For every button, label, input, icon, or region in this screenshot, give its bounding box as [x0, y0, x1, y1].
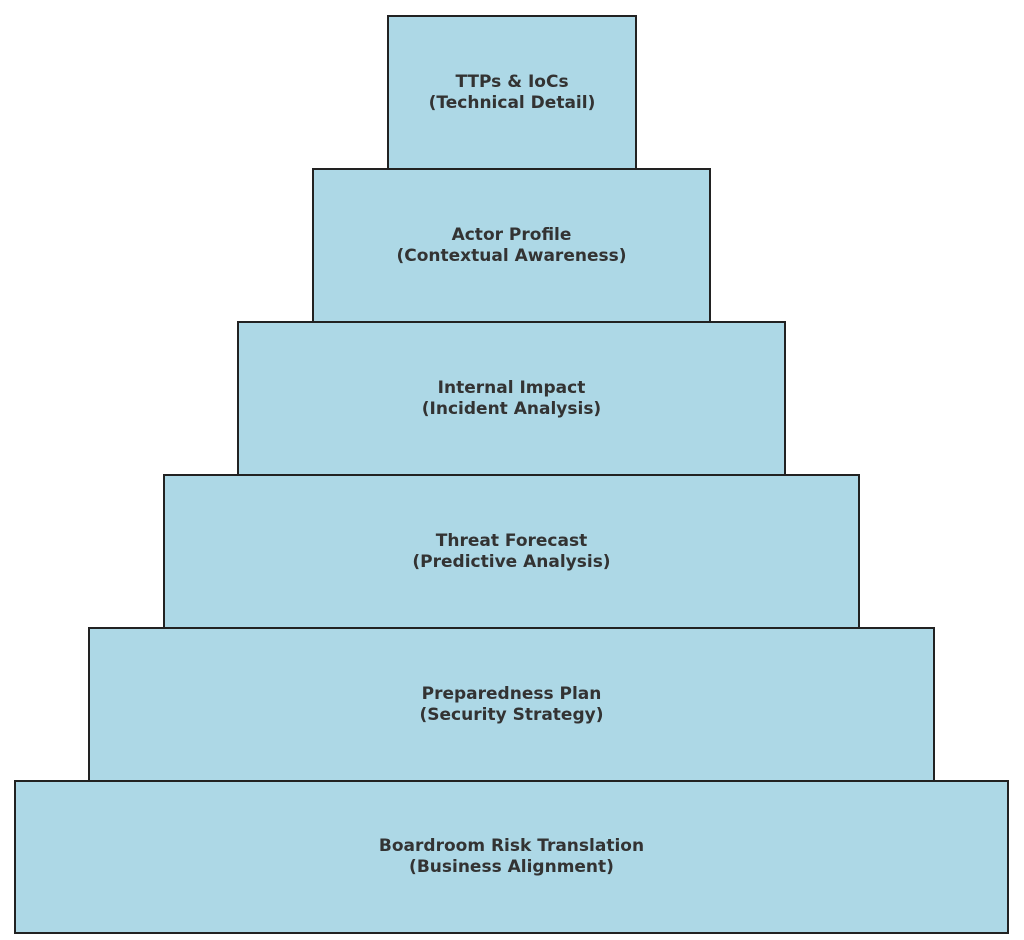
- tier-title: Actor Profile: [451, 224, 572, 245]
- tier-subtitle: (Contextual Awareness): [396, 245, 627, 266]
- tier-subtitle: (Predictive Analysis): [412, 552, 611, 572]
- tier-title: TTPs & IoCs: [455, 71, 569, 92]
- tier-title: Boardroom Risk Translation: [378, 836, 645, 856]
- tier-subtitle: (Security Strategy): [419, 704, 604, 725]
- pyramid-tier-2: Actor Profile (Contextual Awareness): [312, 168, 711, 323]
- tier-title: Internal Impact: [437, 377, 586, 398]
- tier-subtitle: (Incident Analysis): [421, 398, 602, 419]
- pyramid-tier-4: Threat Forecast (Predictive Analysis): [163, 474, 860, 630]
- tier-title: Preparedness Plan: [421, 683, 602, 704]
- tier-subtitle: (Business Alignment): [409, 857, 614, 877]
- tier-subtitle: (Technical Detail): [428, 92, 596, 113]
- pyramid-tier-6: Boardroom Risk Translation (Business Ali…: [14, 780, 1009, 934]
- pyramid-tier-1: TTPs & IoCs (Technical Detail): [387, 15, 637, 170]
- pyramid-tier-5: Preparedness Plan (Security Strategy): [88, 627, 935, 782]
- tier-title: Threat Forecast: [435, 531, 588, 551]
- pyramid-tier-3: Internal Impact (Incident Analysis): [237, 321, 786, 476]
